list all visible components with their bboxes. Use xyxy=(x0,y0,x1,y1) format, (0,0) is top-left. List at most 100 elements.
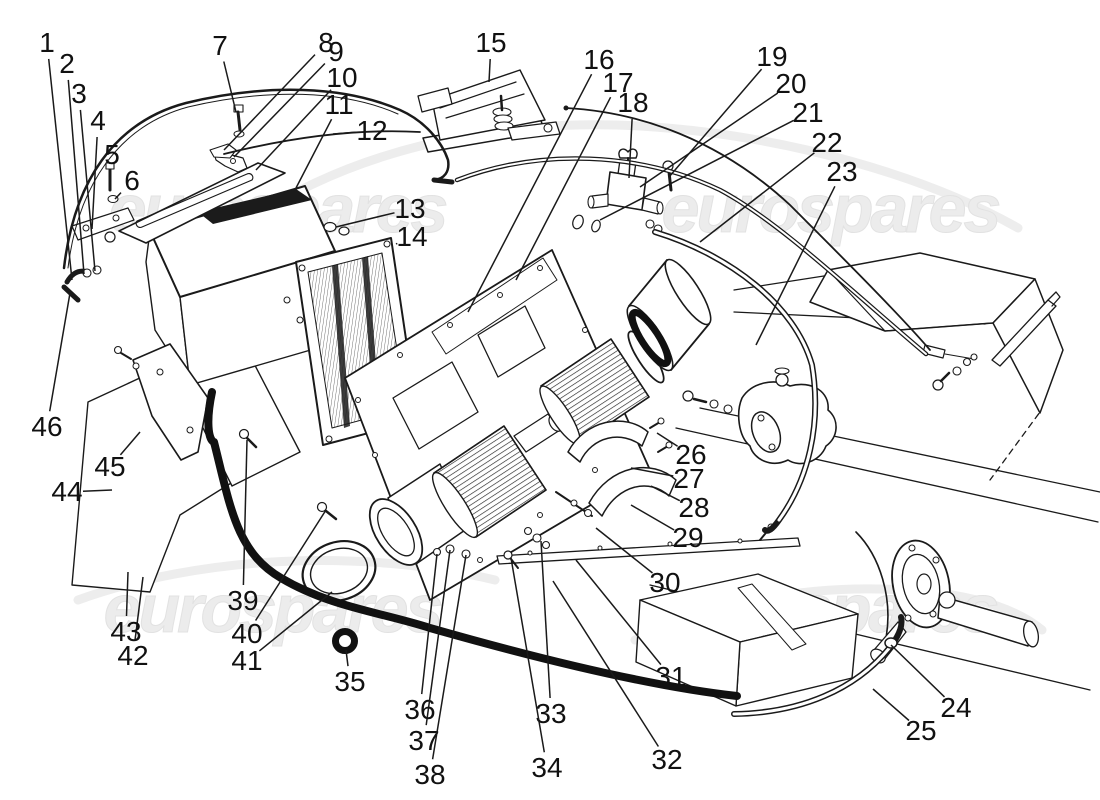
leader-line-23 xyxy=(755,185,836,346)
part-callout-17: 17 xyxy=(602,67,633,98)
duct-clamshells xyxy=(567,417,677,517)
part-callout-23: 23 xyxy=(826,156,857,187)
part-callout-31: 31 xyxy=(655,661,686,692)
part-callout-38: 38 xyxy=(414,759,445,790)
leader-line-35 xyxy=(345,649,349,667)
leader-line-46 xyxy=(48,292,71,412)
axle-assembly xyxy=(855,531,1040,664)
part-callout-13: 13 xyxy=(394,193,425,224)
leader-line-36 xyxy=(420,553,438,695)
bolt xyxy=(113,345,123,355)
part-callout-41: 41 xyxy=(231,645,262,676)
part-callout-11: 11 xyxy=(324,89,353,120)
part-callout-12: 12 xyxy=(356,115,387,146)
leader-line-13 xyxy=(335,212,395,228)
watermark-swoosh-top xyxy=(220,120,1023,243)
leader-line-30 xyxy=(595,527,653,574)
part-callout-27: 27 xyxy=(673,463,704,494)
valve-body xyxy=(605,171,647,211)
intake-ring xyxy=(628,308,672,368)
screw-39 xyxy=(238,428,250,440)
heater-hose-black xyxy=(204,388,741,700)
leader-line-15 xyxy=(488,58,491,83)
leader-line-14 xyxy=(395,242,398,245)
part-callout-46: 46 xyxy=(31,411,62,442)
chassis-box xyxy=(809,252,1064,414)
leader-line-11 xyxy=(295,118,333,189)
gasket-strip xyxy=(431,257,558,355)
part-callout-19: 19 xyxy=(756,41,787,72)
leader-line-42 xyxy=(134,576,144,641)
screw-34 xyxy=(503,550,513,560)
part-callout-35: 35 xyxy=(334,666,365,697)
part-callout-40: 40 xyxy=(231,618,262,649)
watermark-text-3: eurospares xyxy=(104,571,442,647)
part-callout-44: 44 xyxy=(51,476,82,507)
leader-line-9 xyxy=(233,62,326,158)
blower-assembly xyxy=(368,258,712,566)
thin-cable-18 xyxy=(565,107,931,351)
cables-and-hoses xyxy=(62,88,931,717)
pin-46 xyxy=(61,284,81,303)
leader-line-45 xyxy=(119,431,141,456)
leader-line-28 xyxy=(650,485,681,502)
leader-line-16 xyxy=(467,73,593,313)
part-callout-2: 2 xyxy=(59,48,75,79)
leader-line-33 xyxy=(540,540,551,699)
nut xyxy=(104,231,116,243)
part-callout-18: 18 xyxy=(617,87,648,118)
leader-line-3 xyxy=(79,109,96,272)
part-callout-34: 34 xyxy=(531,752,562,783)
screw-40 xyxy=(316,501,328,513)
part-callout-43: 43 xyxy=(110,616,141,647)
part-callout-33: 33 xyxy=(535,698,566,729)
part-callout-24: 24 xyxy=(940,692,971,723)
part-callout-4: 4 xyxy=(90,105,106,136)
part-callout-14: 14 xyxy=(396,221,427,252)
leader-line-44 xyxy=(82,489,113,493)
leader-line-18 xyxy=(628,118,633,179)
leader-line-29 xyxy=(630,504,675,531)
bolt xyxy=(932,379,944,391)
cable-to-clamp xyxy=(223,130,421,155)
leader-line-38 xyxy=(431,554,467,760)
gasket-flange xyxy=(750,411,782,453)
washer xyxy=(132,362,140,370)
part-callout-10: 10 xyxy=(326,62,357,93)
mounting-bar-and-fasteners xyxy=(238,428,801,569)
leader-line-10 xyxy=(255,89,332,171)
control-mechanism xyxy=(417,69,561,153)
watermark-text-2: eurospares xyxy=(662,171,1000,247)
part-callout-1: 1 xyxy=(39,27,55,58)
bezel-and-grommet xyxy=(301,540,377,654)
drive-shaft xyxy=(937,595,1033,647)
leader-line-19 xyxy=(668,68,763,178)
part-callout-6: 6 xyxy=(124,165,140,196)
part-callout-28: 28 xyxy=(678,492,709,523)
leader-line-32 xyxy=(552,580,660,747)
side-bracket xyxy=(113,343,209,461)
part-callout-16: 16 xyxy=(583,44,614,75)
leader-line-2 xyxy=(67,79,85,275)
part-callout-29: 29 xyxy=(672,522,703,553)
washer-stack-33 xyxy=(541,540,551,550)
part-callout-39: 39 xyxy=(227,585,258,616)
part-callout-3: 3 xyxy=(71,78,87,109)
leader-line-1 xyxy=(47,58,73,281)
part-callout-42: 42 xyxy=(117,640,148,671)
cable-clamp xyxy=(209,143,237,159)
part-callout-32: 32 xyxy=(651,744,682,775)
leader-line-24 xyxy=(890,644,946,698)
leader-line-26 xyxy=(656,432,679,447)
leader-line-4 xyxy=(91,136,98,230)
washer-13 xyxy=(338,226,350,236)
grommet-35 xyxy=(332,628,358,654)
leader-line-21 xyxy=(599,119,795,221)
part-callout-7: 7 xyxy=(212,30,228,61)
top-nut xyxy=(775,373,789,387)
hose-clamp-24 xyxy=(884,637,898,649)
leader-line-22 xyxy=(699,152,815,243)
part-callout-15: 15 xyxy=(475,27,506,58)
part-callout-25: 25 xyxy=(905,715,936,746)
